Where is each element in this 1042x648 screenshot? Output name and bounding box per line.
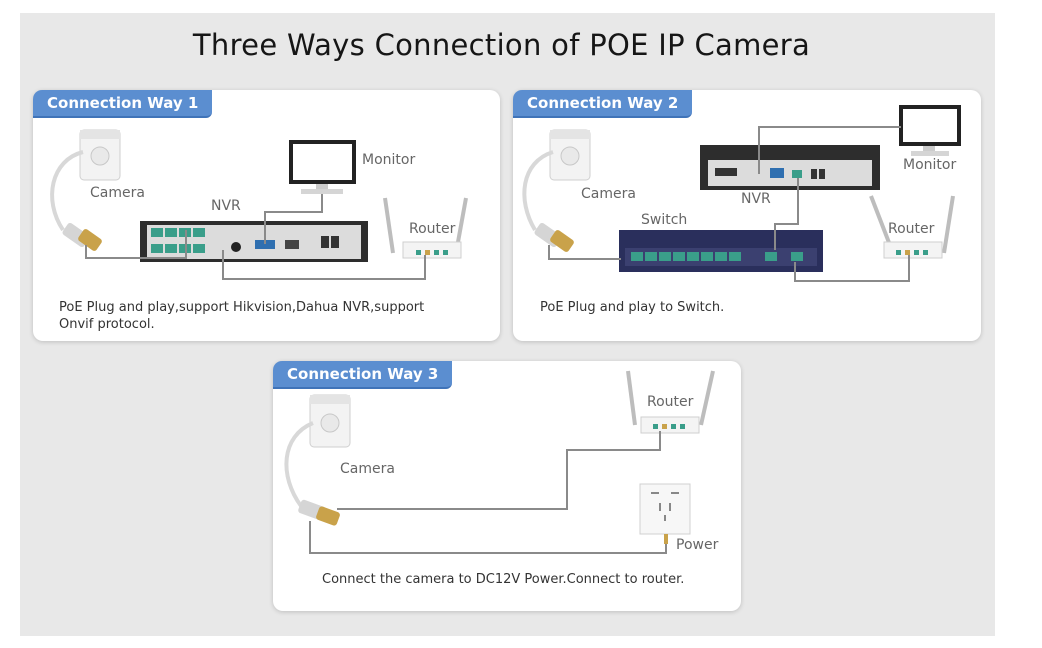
- router-icon: [869, 195, 955, 259]
- monitor-icon: [289, 140, 356, 194]
- camera-label: Camera: [90, 185, 145, 201]
- router-label: Router: [888, 221, 935, 237]
- panel-tab: Connection Way 3: [273, 361, 453, 389]
- router-label: Router: [647, 394, 694, 410]
- caption: Connect the camera to DC12V Power.Connec…: [322, 572, 685, 587]
- diagram-way-3: [284, 370, 715, 554]
- monitor-label: Monitor: [362, 152, 416, 168]
- panel-connection-way-1: Connection Way 1: [33, 90, 500, 341]
- diagram-way-2: [522, 105, 961, 282]
- panel-tab: Connection Way 2: [513, 90, 693, 118]
- nvr-icon: [700, 145, 880, 190]
- router-icon: [626, 370, 715, 434]
- caption-line-1: PoE Plug and play,support Hikvision,Dahu…: [59, 300, 425, 315]
- cable-nvr-monitor: [264, 194, 323, 244]
- router-icon: [383, 197, 468, 259]
- power-socket-icon: [639, 483, 691, 544]
- nvr-label: NVR: [741, 191, 771, 207]
- camera-icon: [284, 394, 351, 526]
- panel-tab: Connection Way 1: [33, 90, 213, 118]
- cable-camera-power: [309, 521, 667, 554]
- camera-label: Camera: [581, 186, 636, 202]
- cable-nvr-monitor: [758, 126, 901, 174]
- monitor-icon: [899, 105, 961, 156]
- power-label: Power: [676, 537, 719, 553]
- page-title: Three Ways Connection of POE IP Camera: [192, 28, 811, 62]
- switch-icon: [619, 230, 823, 272]
- panel-connection-way-2: Connection Way 2: [513, 90, 981, 341]
- nvr-icon: [140, 221, 368, 262]
- cable-camera-switch: [548, 245, 621, 260]
- cable-switch-router: [794, 255, 910, 282]
- panel-connection-way-3: Connection Way 3 Cam: [273, 361, 741, 611]
- cable-switch-nvr: [774, 178, 799, 250]
- monitor-label: Monitor: [903, 157, 957, 173]
- caption-line-2: Onvif protocol.: [59, 317, 155, 332]
- camera-label: Camera: [340, 461, 395, 477]
- switch-label: Switch: [641, 212, 688, 228]
- caption: PoE Plug and play to Switch.: [540, 300, 725, 315]
- cable-camera-nvr: [85, 230, 187, 259]
- cable-nvr-router: [222, 250, 426, 280]
- nvr-label: NVR: [211, 198, 241, 214]
- diagram-way-1: [50, 129, 468, 280]
- router-label: Router: [409, 221, 456, 237]
- camera-icon: [522, 129, 591, 252]
- cable-camera-router: [337, 431, 661, 510]
- camera-icon: [50, 129, 121, 251]
